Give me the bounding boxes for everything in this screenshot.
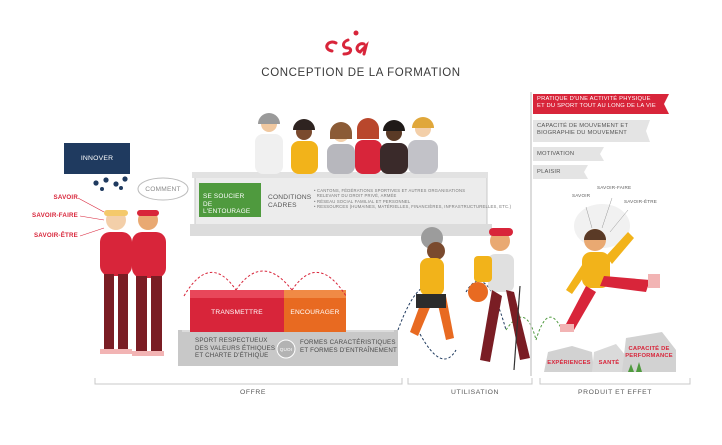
innover-label: INNOVER: [80, 155, 114, 162]
conditions-item: • RÉSEAU SOCIAL FAMILIAL ET PERSONNEL: [314, 198, 411, 204]
flag-pratique: PRATIQUE D'UNE ACTIVITÉ PHYSIQUE ET DU S…: [537, 96, 656, 109]
competence-savoir-etre: SAVOIR-ÊTRE: [33, 232, 78, 239]
quoi-label: QUOI: [279, 347, 293, 352]
outcome-experiences: EXPÉRIENCES: [547, 360, 591, 366]
walkers: [410, 227, 530, 371]
walker-man: [468, 228, 530, 371]
spectator-5: [380, 120, 408, 174]
coach-male: [132, 210, 166, 356]
coaches: [100, 210, 166, 356]
conditions-item: • RESSOURCES (HUMAINES, MATÉRIELLES, FIN…: [314, 204, 512, 210]
conditions-item: • CANTONS, FÉDÉRATIONS SPORTIVES ET AUTR…: [314, 188, 466, 193]
spectator-6: [408, 117, 438, 174]
flag-capacite: CAPACITÉ DE MOUVEMENT ET BIOGRAPHIE DU M…: [537, 123, 629, 136]
comment-label: COMMENT: [145, 186, 181, 193]
platform: [178, 290, 398, 366]
logo: [325, 30, 369, 56]
section-brackets: [94, 378, 691, 385]
encourager-label: ENCOURAGER: [290, 309, 340, 316]
conditions-label: CONDITIONS CADRES: [268, 194, 312, 209]
competence-lines: [77, 197, 105, 237]
jumper-savoir: SAVOIR: [572, 193, 591, 198]
jumper: [560, 197, 660, 332]
formes-label: FORMES CARACTÉRISTIQUES ET FORMES D'ENTR…: [300, 339, 397, 354]
coach-female: [100, 210, 132, 354]
section-offre: OFFRE: [239, 389, 267, 396]
conditions-item: RELEVANT DU DROIT PRIVÉ, ARMÉE: [314, 193, 397, 199]
jumper-savoir-etre: SAVOIR-ÊTRE: [624, 199, 657, 204]
outcome-sante: SANTÉ: [598, 360, 620, 366]
page-title: CONCEPTION DE LA FORMATION: [261, 67, 461, 79]
spectator-1: [255, 113, 283, 174]
soucier-box: [199, 183, 261, 217]
outcome-rocks: [544, 332, 676, 372]
conditions-list: • CANTONS, FÉDÉRATIONS SPORTIVES ET AUTR…: [314, 188, 512, 210]
spectator-3: [327, 122, 355, 174]
flag-plaisir: PLAISIR: [537, 169, 561, 175]
outcome-performance: CAPACITÉ DE PERFORMANCE: [625, 346, 673, 359]
transmettre-label: TRANSMETTRE: [211, 309, 263, 316]
walker-woman: [410, 227, 454, 340]
spectator-4: [355, 118, 382, 174]
comment-bubble: [137, 177, 189, 201]
jumper-savoir-faire: SAVOIR-FAIRE: [597, 185, 632, 190]
innover-box: [64, 143, 130, 191]
soucier-label: SE SOUCIER DE L'ENTOURAGE: [203, 193, 251, 216]
competence-savoir: SAVOIR: [53, 194, 78, 201]
valeurs-label: SPORT RESPECTUEUX DES VALEURS ÉTHIQUES E…: [195, 337, 276, 360]
section-utilisation: UTILISATION: [450, 389, 499, 396]
section-produit: PRODUIT ET EFFET: [578, 389, 652, 396]
flag-motivation: MOTIVATION: [537, 151, 575, 157]
competence-savoir-faire: SAVOIR-FAIRE: [32, 212, 78, 219]
flag-pole: [530, 92, 669, 376]
spectators: [255, 113, 438, 174]
spectator-2: [291, 119, 318, 174]
